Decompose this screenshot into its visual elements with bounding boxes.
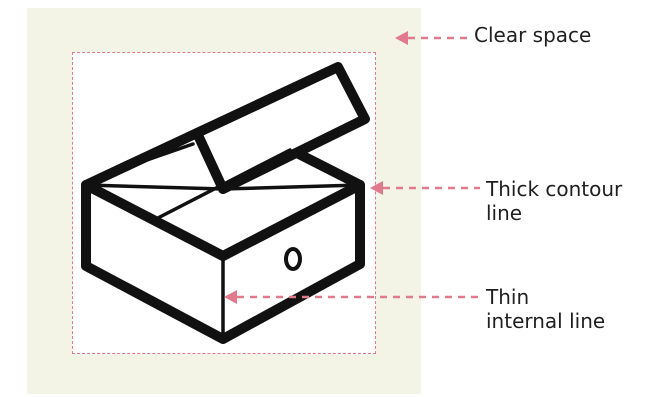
label-thin-internal: Thin internal line [486, 285, 605, 333]
label-thick-contour-line1: Thick contour [486, 177, 623, 201]
box-o-mark [284, 247, 302, 271]
label-clear-space: Clear space [474, 23, 592, 47]
open-box-icon [81, 62, 370, 344]
arrow-thick-contour [370, 181, 480, 195]
guide-arrows [224, 31, 480, 304]
label-thin-internal-line2: internal line [486, 309, 606, 333]
arrow-clear-space [395, 31, 467, 45]
label-thick-contour: Thick contour line [486, 177, 622, 225]
thick-contour-lines [81, 62, 370, 344]
arrow-thin-internal [224, 290, 480, 304]
label-thin-internal-line1: Thin [486, 285, 530, 309]
label-thick-contour-line2: line [486, 201, 523, 225]
